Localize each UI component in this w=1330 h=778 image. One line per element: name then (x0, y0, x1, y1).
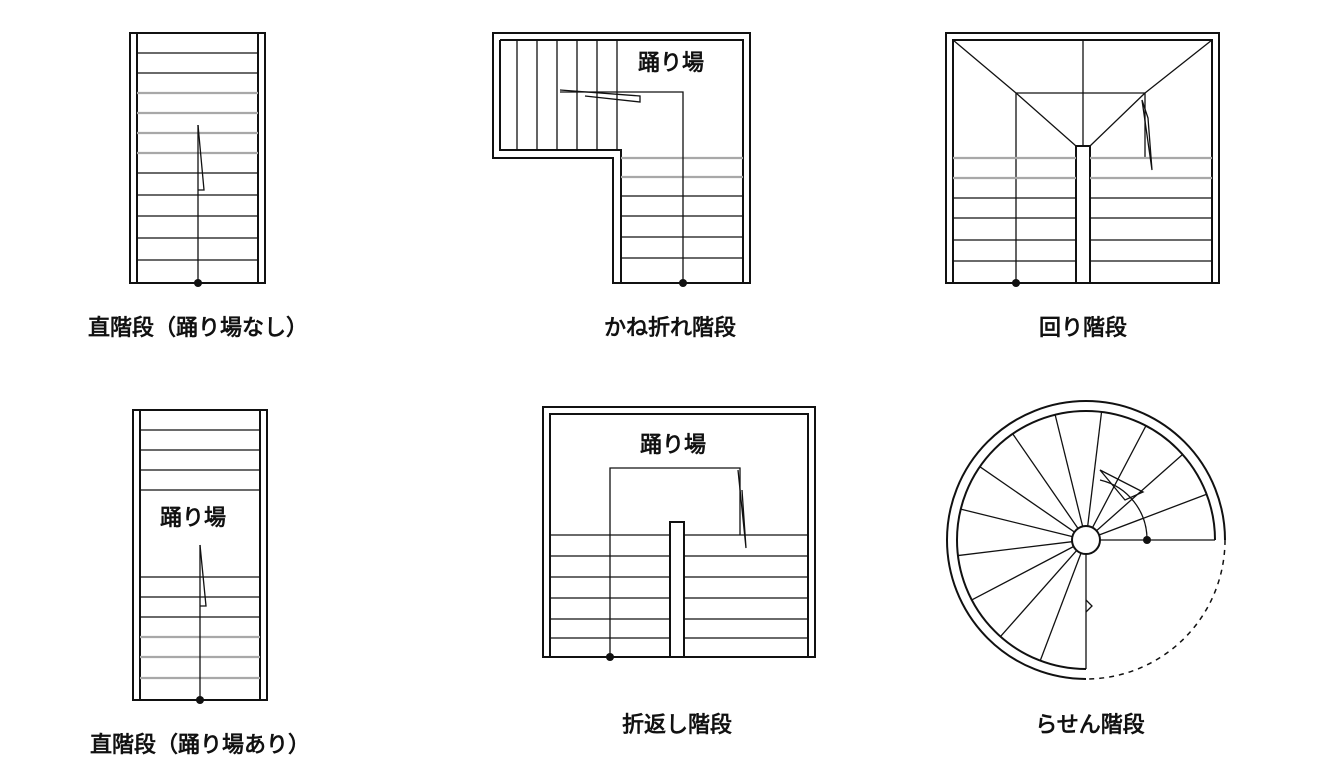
spiral-tread (971, 545, 1074, 601)
spiral-tread (1098, 493, 1207, 536)
straight-stair-with-landing: 踊り場 直階段（踊り場あり） (90, 409, 310, 758)
cut-line-symbol (197, 124, 205, 191)
start-point-dot (606, 653, 614, 661)
spiral-tread (1039, 552, 1082, 661)
wall-inner-top-right (500, 39, 744, 283)
caption-spiral: らせん階段 (1035, 712, 1145, 738)
center-column (1071, 525, 1101, 555)
wall-inner-left (499, 40, 622, 283)
winder-lines (952, 39, 1213, 283)
stair-treads-left (953, 156, 1076, 262)
spiral-tread (1096, 453, 1183, 532)
start-point-dot (1012, 279, 1020, 287)
straight-stair-no-landing: 直階段（踊り場なし） (88, 32, 308, 341)
stair-treads-right (1090, 156, 1212, 262)
l-shaped-stair: 踊り場 かね折れ階段 (492, 32, 751, 341)
spiral-stair: らせん階段 (946, 400, 1226, 738)
caption-u-turn: 折返し階段 (622, 712, 732, 738)
cut-line-symbol (1099, 469, 1145, 501)
walkline (560, 91, 684, 283)
cut-line-symbol (199, 544, 207, 607)
spiral-tread (1054, 414, 1084, 527)
start-point-dot (1143, 536, 1151, 544)
landing-label: 踊り場 (160, 506, 226, 531)
walkline (609, 467, 741, 657)
break-mark (1085, 599, 1093, 613)
spiral-tread (999, 550, 1078, 637)
walkline-arc (1099, 479, 1148, 541)
center-wall (1075, 145, 1091, 284)
spiral-tread (960, 508, 1073, 538)
spiral-tread (1012, 433, 1079, 529)
landing-label: 踊り場 (638, 51, 704, 76)
outer-wall (946, 400, 1226, 680)
spiral-treads (957, 411, 1215, 669)
cut-line-symbol (737, 469, 747, 549)
inner-wall (956, 410, 1216, 670)
stair-outline (492, 32, 751, 284)
caption-l-shaped: かね折れ階段 (604, 315, 736, 341)
landing-label: 踊り場 (640, 433, 706, 458)
start-point-dot (196, 696, 204, 704)
u-turn-stair: 踊り場 折返し階段 (542, 406, 816, 738)
caption-straight-no-landing: 直階段（踊り場なし） (88, 315, 308, 341)
caption-straight-with-landing: 直階段（踊り場あり） (90, 732, 310, 758)
start-point-dot (679, 279, 687, 287)
stair-treads-lower (621, 156, 743, 259)
spiral-tread (1087, 411, 1103, 527)
center-wall (669, 521, 685, 658)
spiral-tread (1091, 425, 1147, 528)
stair-treads-upper (140, 429, 260, 491)
start-point-dot (194, 279, 202, 287)
open-arc-dashed (1085, 539, 1226, 680)
winding-stair: 回り階段 (945, 32, 1220, 341)
stair-treads-right (684, 534, 808, 639)
cut-line-symbol (559, 89, 641, 103)
cut-line-symbol (1141, 99, 1153, 171)
spiral-tread (979, 466, 1075, 533)
spiral-tread (957, 541, 1073, 557)
stair-treads-upper (516, 40, 618, 150)
caption-winding: 回り階段 (1039, 315, 1127, 341)
